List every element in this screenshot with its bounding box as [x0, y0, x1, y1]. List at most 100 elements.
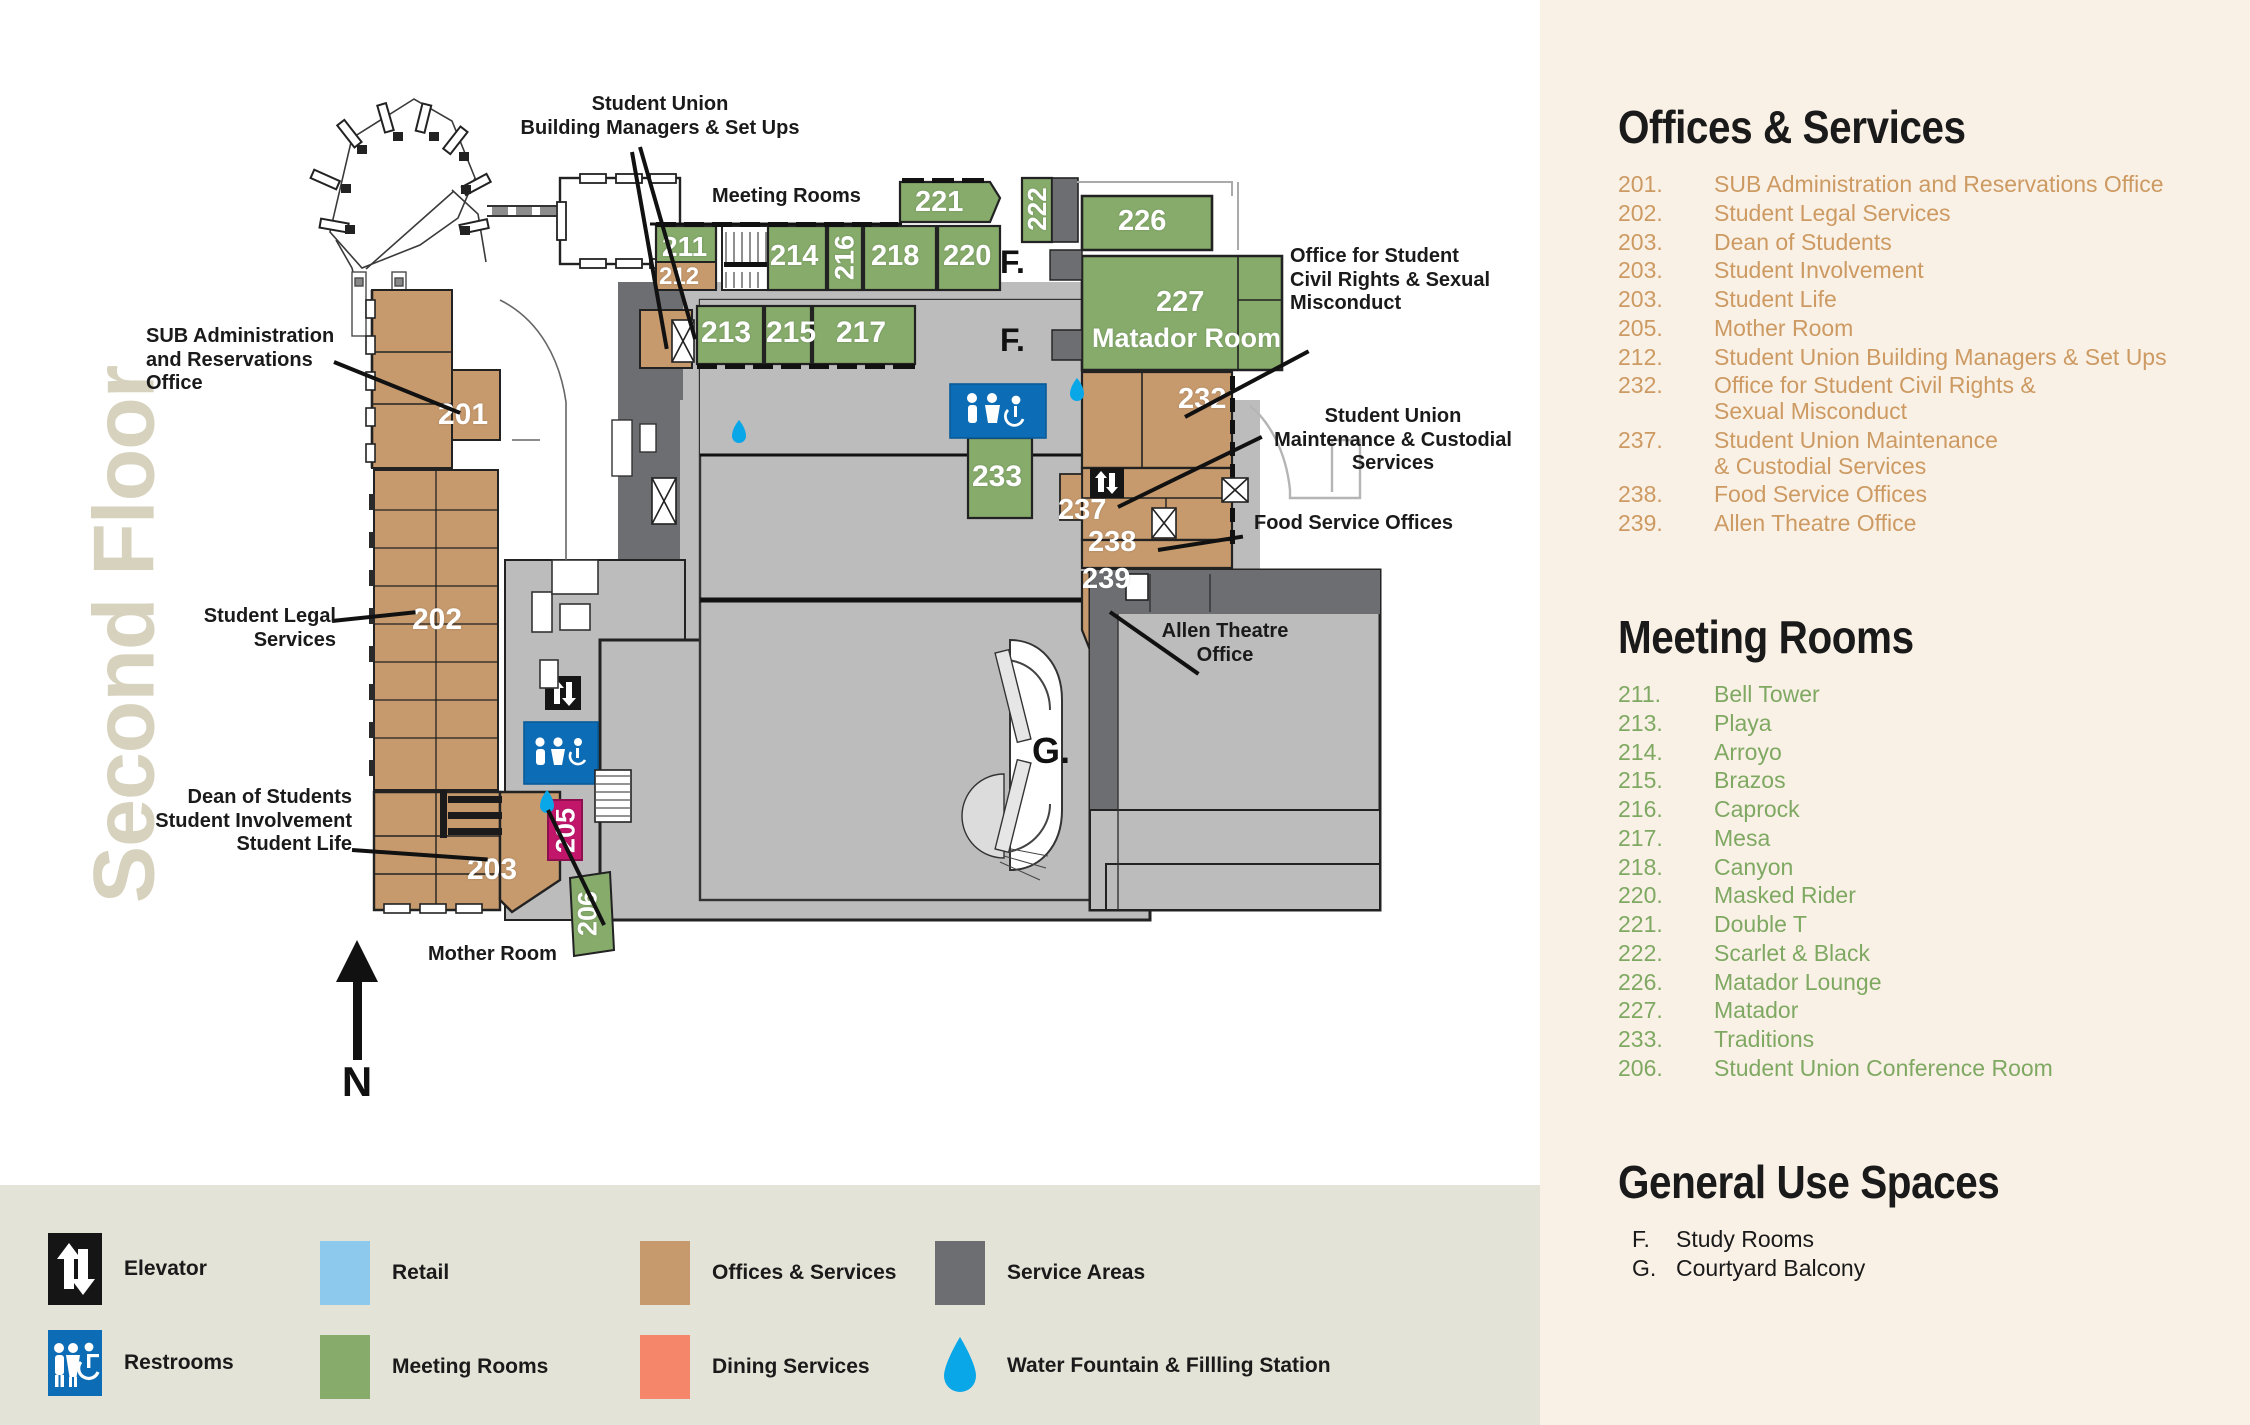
- callout-dean-of-students: Dean of Students Student Involvement Stu…: [155, 786, 352, 856]
- list-item[interactable]: 220.Masked Rider: [1618, 882, 2248, 909]
- list-item[interactable]: 221. Double T: [1618, 911, 2248, 938]
- list-item[interactable]: 218.Canyon: [1618, 853, 2248, 881]
- room-label-202: 202: [412, 603, 463, 636]
- list-item[interactable]: 238.Food Service Offices: [1618, 481, 2248, 508]
- room-number: 237.: [1618, 426, 1663, 453]
- legend-label-water-fountain: Water Fountain & Fillling Station: [1007, 1354, 1331, 1377]
- room-name: Double T: [1714, 911, 1807, 937]
- room-label-220: 220: [943, 240, 992, 272]
- list-item[interactable]: 212.Student Union Building Managers & Se…: [1618, 344, 2248, 371]
- legend-item-offices-services: Offices & Services: [640, 1241, 896, 1305]
- room-name: Traditions: [1714, 1026, 1815, 1052]
- callout-mother-room: Mother Room: [428, 943, 557, 965]
- room-number: 238.: [1618, 481, 1663, 508]
- list-item[interactable]: 216.Caprock: [1618, 796, 2248, 823]
- room-number: 206.: [1618, 1054, 1663, 1081]
- list-item[interactable]: 211.Bell Tower: [1618, 681, 2248, 708]
- room-label-221: 221: [915, 186, 964, 218]
- list-item[interactable]: 237.Student Union Maintenance & Custodia…: [1618, 426, 2248, 480]
- room-number: 226.: [1618, 968, 1663, 995]
- list-item[interactable]: 239.Allen Theatre Office: [1618, 510, 2248, 537]
- elevator-icon: [48, 1233, 102, 1305]
- room-label-237: 237: [1058, 494, 1107, 526]
- list-item[interactable]: 215. Brazos: [1618, 767, 2248, 794]
- list-item[interactable]: 203.Dean of Students: [1618, 229, 2248, 256]
- room-number: 203.: [1618, 286, 1663, 312]
- list-item[interactable]: 203.Student Involvement: [1618, 257, 2248, 284]
- legend-label-meeting-rooms: Meeting Rooms: [392, 1355, 549, 1378]
- general-marker-f-1: F.: [1000, 244, 1025, 280]
- room-number: 213.: [1618, 709, 1663, 736]
- callout-sub-administration: SUB Administration and Reservations Offi…: [146, 325, 335, 395]
- callout-meeting-rooms-header: Meeting Rooms: [712, 185, 861, 207]
- list-item[interactable]: 202. Student Legal Services: [1618, 199, 2248, 227]
- room-number: 202.: [1618, 199, 1663, 226]
- room-number: 221.: [1618, 911, 1663, 937]
- list-item[interactable]: 213.Playa: [1618, 709, 2248, 737]
- room-number: 218.: [1618, 853, 1663, 880]
- section-offices-services: Offices & Services 201.SUB Administratio…: [1618, 100, 2248, 540]
- callout-allen-theatre-office: Allen Theatre Office: [1161, 620, 1289, 666]
- room-label-227: 227: [1156, 286, 1205, 318]
- list-item[interactable]: G. Courtyard Balcony: [1618, 1254, 2248, 1282]
- list-item[interactable]: 233.Traditions: [1618, 1026, 2248, 1053]
- list-item[interactable]: 206. Student Union Conference Room: [1618, 1054, 2248, 1082]
- legend-label-offices-services: Offices & Services: [712, 1261, 897, 1284]
- callout-student-union-maintenance: Student Union Maintenance & Custodial Se…: [1274, 405, 1512, 475]
- general-use-spaces-list: F.Study Rooms G. Courtyard Balcony: [1618, 1226, 2248, 1282]
- room-number: 222.: [1618, 939, 1663, 966]
- list-item[interactable]: F.Study Rooms: [1618, 1226, 2248, 1253]
- room-name: Student Life: [1714, 286, 1837, 312]
- water-drop-icon: [935, 1333, 985, 1399]
- legend-label-restrooms: Restrooms: [124, 1351, 234, 1374]
- room-number: 217.: [1618, 824, 1663, 851]
- space-name: Courtyard Balcony: [1676, 1254, 1866, 1281]
- room-name: Student Union Conference Room: [1714, 1054, 2053, 1081]
- room-name: Allen Theatre Office: [1714, 510, 1917, 536]
- space-letter: G.: [1632, 1254, 1657, 1281]
- floorplan-drawing: [309, 98, 1382, 958]
- general-marker-g: G.: [1032, 730, 1071, 771]
- room-name: Student Legal Services: [1714, 199, 1951, 226]
- meeting-rooms-color-swatch: [320, 1335, 370, 1399]
- room-label-214: 214: [770, 240, 819, 272]
- room-number: 215.: [1618, 767, 1663, 794]
- room-name: Arroyo: [1714, 738, 1782, 765]
- restrooms-icon: [48, 1330, 102, 1396]
- room-number: 227.: [1618, 997, 1663, 1024]
- room-directory-sidebar: Offices & Services 201.SUB Administratio…: [1540, 0, 2250, 1425]
- list-item[interactable]: 226.Matador Lounge: [1618, 968, 2248, 996]
- list-item[interactable]: 201.SUB Administration and Reservations …: [1618, 171, 2248, 198]
- legend-label-service-areas: Service Areas: [1007, 1261, 1146, 1284]
- room-name: Mother Room: [1714, 314, 1854, 341]
- legend-label-retail: Retail: [392, 1261, 450, 1284]
- space-letter: F.: [1632, 1226, 1650, 1252]
- map-panel: Second Floor: [0, 93, 1540, 1425]
- legend-label-elevator: Elevator: [124, 1257, 207, 1280]
- map-legend: Elevator Retail Offices & Services Servi…: [0, 1185, 1540, 1425]
- dining-services-color-swatch: [640, 1335, 690, 1399]
- room-label-218: 218: [871, 240, 920, 272]
- legend-item-elevator: Elevator: [48, 1233, 207, 1305]
- room-name: SUB Administration and Reservations Offi…: [1714, 171, 2164, 197]
- list-item[interactable]: 214.Arroyo: [1618, 738, 2248, 766]
- room-number: 205.: [1618, 314, 1663, 341]
- compass-label: N: [341, 1058, 373, 1105]
- floorplan-canvas: Second Floor: [76, 93, 1512, 1105]
- room-name: Matador: [1714, 997, 1799, 1024]
- list-item[interactable]: 222. Scarlet & Black: [1618, 939, 2248, 967]
- list-item[interactable]: 232.Office for Student Civil Rights & Se…: [1618, 372, 2248, 425]
- room-name: Mesa: [1714, 824, 1771, 851]
- room-label-216: 216: [829, 234, 860, 281]
- list-item[interactable]: 205. Mother Room: [1618, 314, 2248, 342]
- section-general-use-spaces: General Use Spaces F.Study Rooms G.Court…: [1618, 1155, 2248, 1285]
- room-name: Scarlet & Black: [1714, 939, 1870, 966]
- list-item[interactable]: 227. Matador: [1618, 997, 2248, 1024]
- room-number: 232.: [1618, 372, 1663, 399]
- room-name: Caprock: [1714, 796, 1800, 822]
- list-item[interactable]: 217. Mesa: [1618, 824, 2248, 852]
- legend-label-dining-services: Dining Services: [712, 1355, 870, 1378]
- room-name: Brazos: [1714, 767, 1786, 794]
- list-item[interactable]: 203. Student Life: [1618, 286, 2248, 313]
